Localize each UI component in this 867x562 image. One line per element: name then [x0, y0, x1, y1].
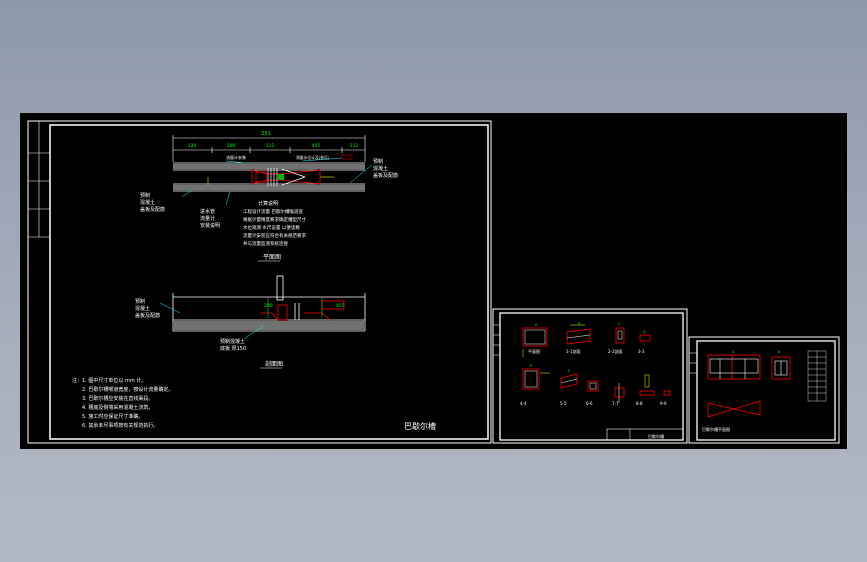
- elevation-view: 200 455 预制 混凝土 盖板及配筋 预制混凝土 底板 厚150 剖面图: [135, 275, 366, 369]
- sheet-3-side-strip: [689, 352, 697, 374]
- elevation-base-hatch: [174, 321, 364, 330]
- sheet-2-side-strip: [493, 324, 500, 356]
- cad-drawing-canvas[interactable]: 251 120 200 111 455 112: [20, 113, 847, 449]
- svg-text:E: E: [530, 364, 532, 368]
- note-line-2: 2. 巴歇尔槽喉道宽度，按设计流量确定。: [82, 386, 173, 393]
- sheet-2-label-2: 1-1剖面: [566, 348, 581, 354]
- svg-text:F: F: [568, 369, 570, 373]
- plan-left-label-1: 预制: [140, 192, 150, 199]
- sheet-2-details-row1: [522, 327, 671, 398]
- note-line-1: 注：1. 图中尺寸单位以 mm 计。: [72, 377, 146, 384]
- plan-concrete-hatch: [173, 164, 365, 190]
- svg-text:水位观测 水尺设置 以便读数: 水位观测 水尺设置 以便读数: [243, 224, 300, 231]
- sheet-2-label-3: 2-2剖面: [608, 348, 623, 354]
- note-line-6: 6. 其余未尽事项按有关规范执行。: [82, 422, 158, 429]
- elevation-section-title: 剖面图: [265, 360, 283, 368]
- elevation-left-label-3: 盖板及配筋: [135, 312, 160, 319]
- sheet-1-side-strip: [28, 121, 50, 238]
- plan-pipe-label-2: 流量计: [200, 215, 215, 222]
- sheet-3-side-label: B: [778, 350, 780, 354]
- plan-note-heading: 计算说明: [258, 200, 278, 207]
- plan-right-label-2: 混凝土: [373, 165, 388, 172]
- sheet-2: 巴歇尔槽: [492, 308, 688, 444]
- sheet-2-label-10: 9-9: [660, 401, 667, 406]
- sheet-3-top-label: A: [732, 350, 735, 354]
- sheet-2-title-block: [606, 428, 684, 441]
- plan-note-lines: 工程设计流量 巴歇尔槽喉道宽 根据计量精度要求确定槽型尺寸 水位观测 水尺设置 …: [243, 208, 306, 247]
- elevation-bottom-label-2: 底板 厚150: [220, 345, 246, 352]
- plan-pipe-label-1: 进水管: [200, 208, 215, 215]
- svg-text:D: D: [643, 330, 646, 334]
- sheet-3-bottom-label: 巴歇尔槽平面图: [702, 426, 730, 432]
- sheet-2-title: 巴歇尔槽: [648, 433, 664, 439]
- sheet-2-label-1: 平面图: [528, 348, 540, 354]
- note-line-3: 3. 巴歇尔槽应安装在直线渠段。: [82, 395, 153, 402]
- plan-left-label-3: 盖板及配筋: [140, 206, 165, 213]
- plan-pipe-label-3: 安装说明: [200, 222, 220, 229]
- svg-text:流量计安装: 流量计安装: [226, 154, 246, 160]
- svg-text:C: C: [618, 322, 621, 326]
- plan-section-title: 平面图: [263, 254, 281, 261]
- plan-flume-outline: [251, 169, 321, 185]
- svg-text:根据计量精度要求确定槽型尺寸: 根据计量精度要求确定槽型尺寸: [243, 216, 306, 223]
- note-line-5: 5. 施工时应保证尺寸准确。: [82, 413, 143, 420]
- plan-dim-3: 111: [266, 143, 275, 149]
- plan-dim-2: 200: [227, 143, 236, 149]
- elevation-bottom-label-1: 预制混凝土: [220, 338, 245, 345]
- sheet-3-table: [807, 350, 827, 402]
- plan-view: 251 120 200 111 455 112: [140, 131, 398, 262]
- plan-dim-5: 112: [350, 143, 359, 149]
- svg-text:并与流量监测系统连接: 并与流量监测系统连接: [243, 240, 288, 247]
- plan-left-label-2: 混凝土: [140, 199, 155, 206]
- svg-text:A: A: [535, 323, 538, 327]
- general-notes: 注：1. 图中尺寸单位以 mm 计。 2. 巴歇尔槽喉道宽度，按设计流量确定。 …: [72, 377, 173, 429]
- elevation-left-label-1: 预制: [135, 298, 145, 305]
- plan-right-label-1: 预制: [373, 158, 383, 165]
- plan-dim-4: 455: [312, 143, 321, 149]
- elevation-left-label-2: 混凝土: [135, 305, 150, 312]
- svg-text:工程设计流量 巴歇尔槽喉道宽: 工程设计流量 巴歇尔槽喉道宽: [243, 208, 303, 215]
- plan-dim-1: 120: [188, 143, 197, 149]
- sheet-2-label-6: 5-5: [560, 401, 567, 406]
- sheet-2-label-4: 3-3: [638, 349, 645, 354]
- elevation-dim-1: 200: [264, 303, 273, 309]
- note-line-4: 4. 槽底及侧墙采用混凝土浇筑。: [82, 404, 153, 411]
- sheet-3-details: [707, 354, 791, 418]
- sheet-1: 251 120 200 111 455 112: [27, 120, 492, 444]
- elevation-dim-2: 455: [336, 303, 345, 309]
- plan-total-dim: 251: [261, 131, 271, 137]
- sheet-2-label-7: 6-6: [586, 401, 593, 406]
- svg-text:流量计安装应符合有关规范要求: 流量计安装应符合有关规范要求: [243, 232, 306, 239]
- elevation-flume-outline: [260, 300, 345, 321]
- sheet-1-title: 巴歇尔槽: [404, 421, 436, 431]
- sheet-3: A B 巴歇尔槽平面图: [688, 336, 840, 444]
- sheet-2-label-9: 8-8: [636, 401, 643, 406]
- svg-text:测量水位计及(参见): 测量水位计及(参见): [296, 155, 330, 160]
- plan-right-label-3: 盖板及配筋: [373, 172, 398, 179]
- sheet-2-label-5: 4-4: [520, 401, 527, 406]
- svg-text:B: B: [578, 322, 581, 326]
- sheet-2-label-8: 7-7: [612, 401, 619, 406]
